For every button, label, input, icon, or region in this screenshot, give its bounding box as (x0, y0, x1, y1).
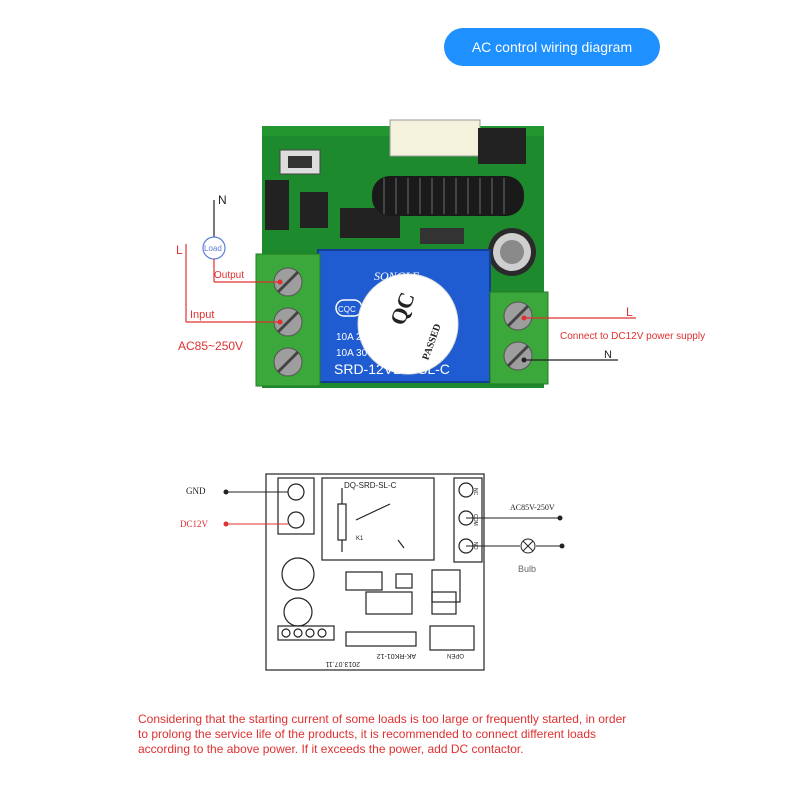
ic-chip-1 (300, 192, 328, 228)
label-dc12v: DC12V (180, 519, 209, 529)
left-terminal-block (255, 253, 321, 387)
antenna-coil (372, 176, 524, 216)
pin-header (478, 128, 526, 164)
jumper (265, 180, 289, 230)
left-wiring (185, 200, 283, 325)
qc-sticker (357, 273, 459, 375)
label-l-left: L (176, 243, 183, 257)
label-ac-range-schematic: AC85V-250V (510, 503, 555, 512)
label-n-left: N (218, 193, 227, 207)
label-board-id: AK-RK01-12 (377, 652, 416, 659)
relay-model: SRD-12VDC-SL-C (334, 361, 450, 377)
label-k1: K1 (356, 536, 364, 542)
relay-spec-2: 10A 30VDC 10A 28VDC (336, 348, 443, 359)
relay-cqc: CQC (338, 305, 356, 314)
label-l-right: L (626, 305, 633, 319)
title-text: AC control wiring diagram (471, 39, 633, 55)
label-bulb: Bulb (518, 564, 536, 574)
label-input: Input (190, 309, 214, 321)
schematic-relay (321, 477, 435, 561)
capacitor (488, 228, 536, 276)
label-ac-range: AC85~250V (178, 339, 243, 353)
label-com: COM (472, 514, 478, 526)
footer-note: Considering that the starting current of… (138, 712, 627, 756)
label-open: OPEN (447, 652, 464, 658)
label-n-right: N (604, 349, 612, 361)
schematic-board-outline (265, 473, 485, 671)
relay-spec-1: 10A 250VAC 15A 125VAC (336, 332, 452, 343)
relay-brand: SONGLE (374, 269, 420, 283)
label-output: Output (214, 270, 244, 281)
title-pill: AC control wiring diagram (444, 28, 660, 66)
right-wiring (521, 315, 636, 363)
label-load: Load (204, 244, 222, 253)
right-terminal-block (489, 291, 549, 385)
label-dc-supply: Connect to DC12V power supply (560, 331, 705, 342)
label-nc: NC (472, 488, 478, 496)
label-gnd: GND (186, 486, 206, 496)
label-date: 2013.07.11 (325, 660, 360, 667)
label-no: NO (472, 542, 478, 550)
label-relay-part: DQ-SRD-SL-C (344, 481, 397, 490)
